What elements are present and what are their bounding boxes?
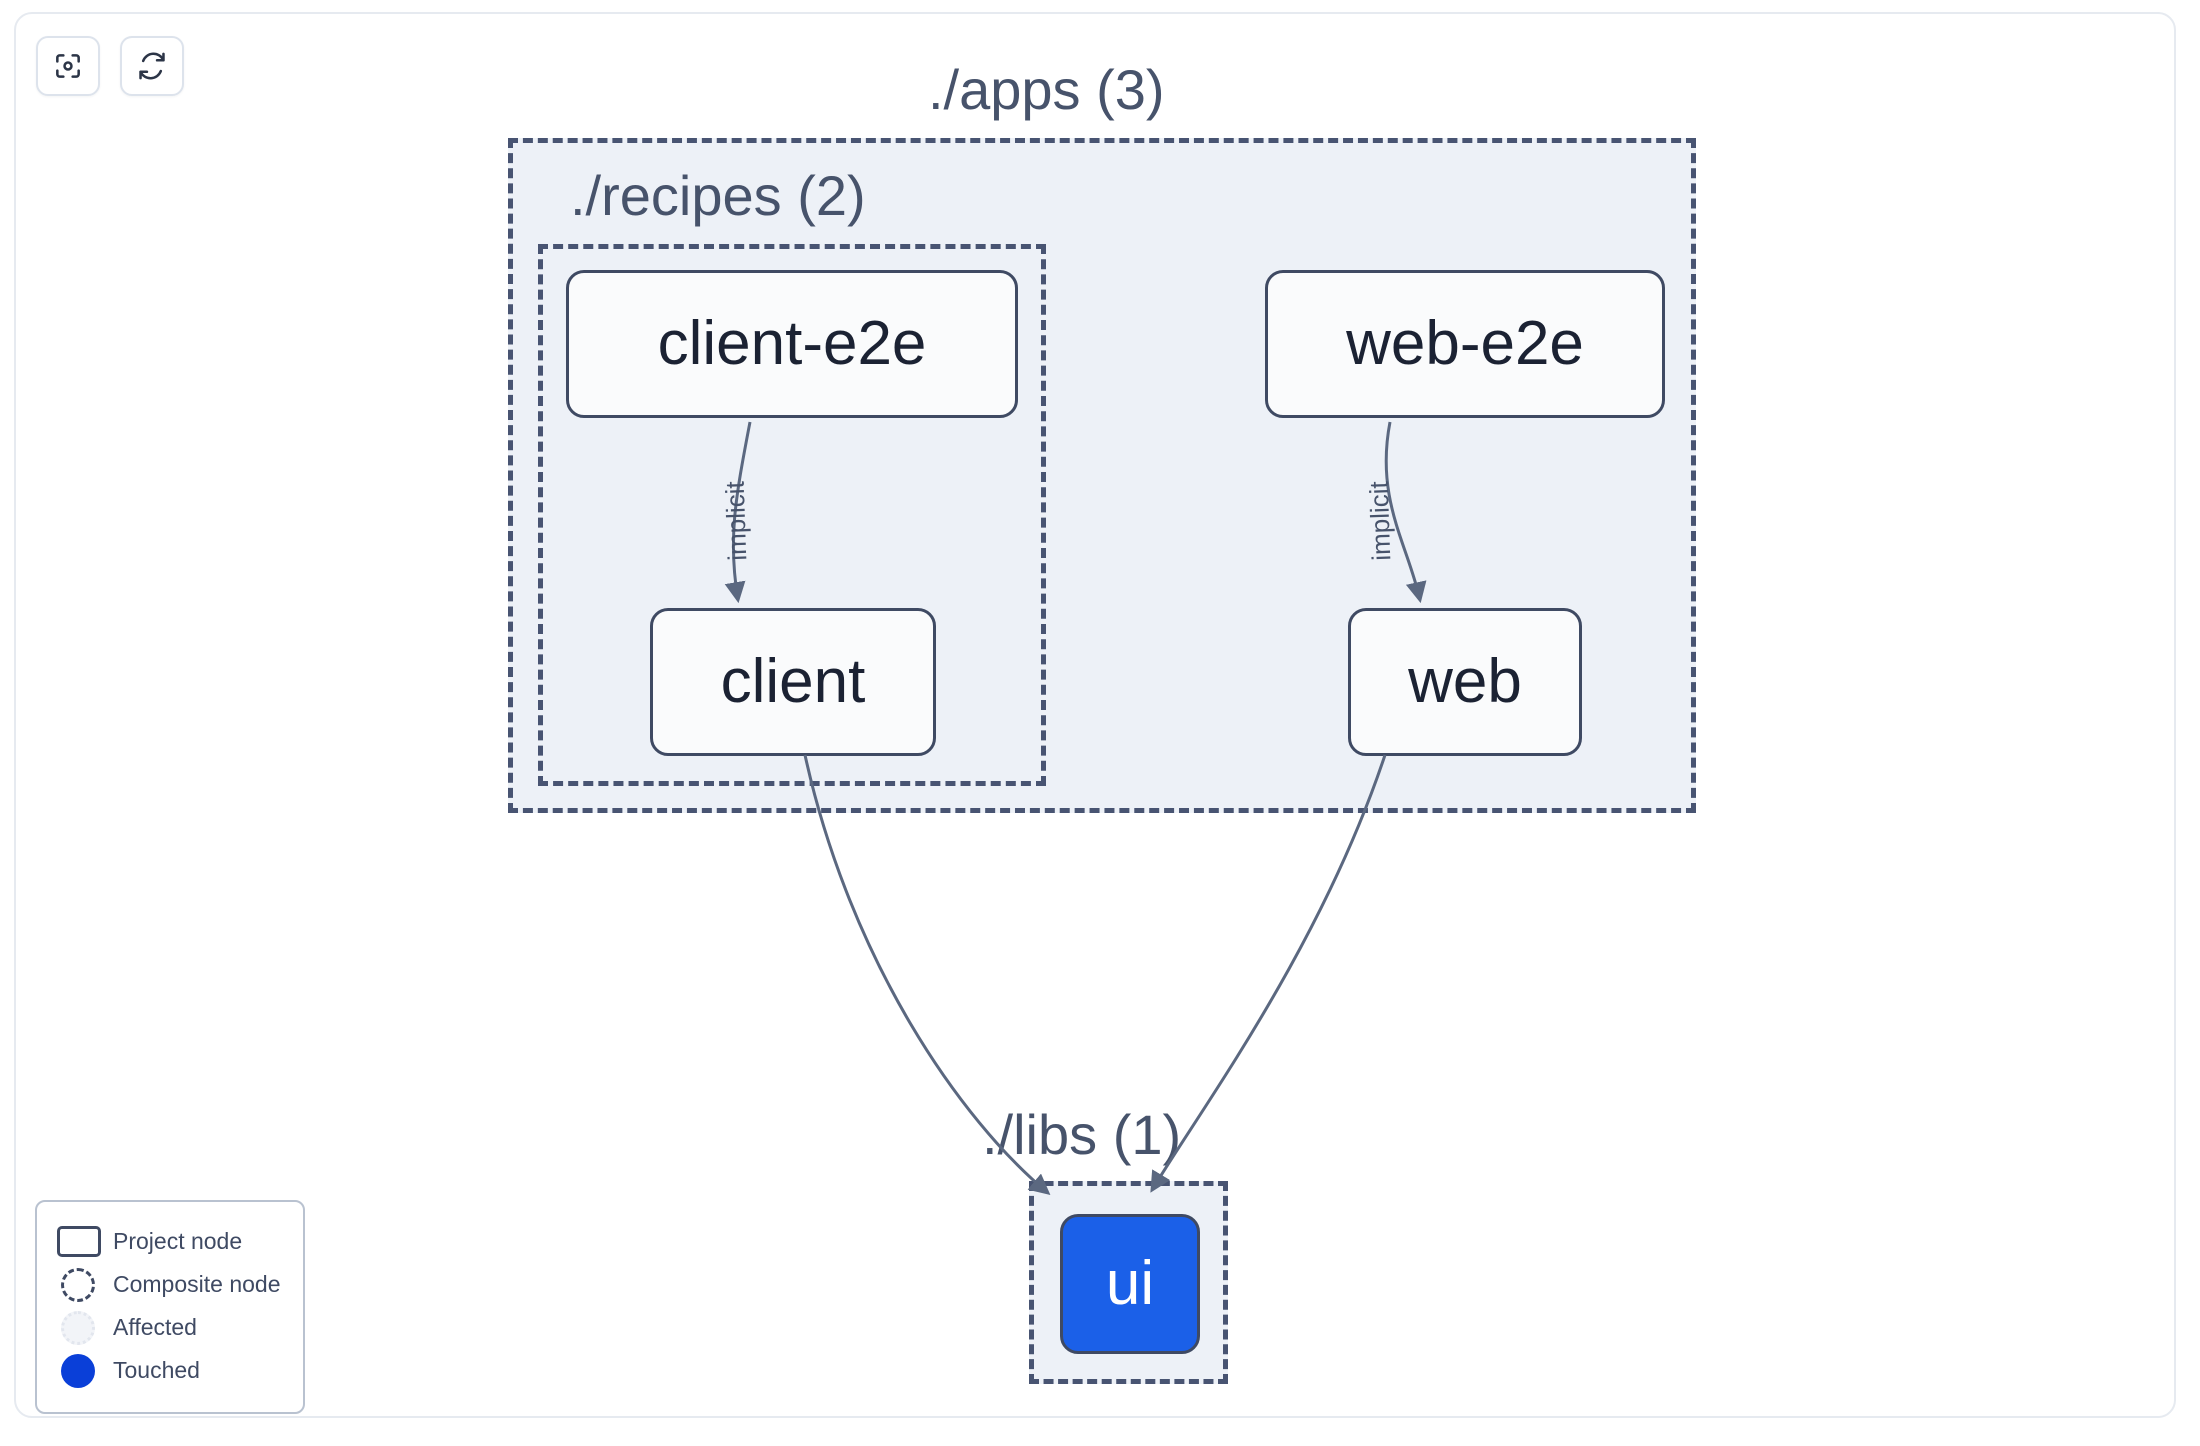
legend-label-affected: Affected [113,1314,197,1340]
project-node-client-e2e[interactable]: client-e2e [566,270,1018,418]
project-node-swatch [57,1226,107,1257]
affected-swatch [57,1310,107,1345]
refresh-graph-button[interactable] [120,36,184,96]
legend-label-project-node: Project node [113,1228,243,1254]
edge-web-to-ui [1150,754,1387,1193]
project-node-web[interactable]: web [1348,608,1582,756]
touched-swatch [57,1353,107,1388]
project-node-client[interactable]: client [650,608,936,756]
legend-item-project-node: Project node [57,1220,283,1263]
focus-graph-button[interactable] [36,36,100,96]
legend-label-touched: Touched [113,1357,200,1383]
graph-toolbar [36,36,184,96]
graph-legend: Project node Composite node Affected Tou… [35,1200,305,1414]
refresh-icon [136,50,168,82]
composite-node-swatch [57,1267,107,1302]
edge-label-implicit-web: implicit [1363,480,1397,562]
legend-item-touched: Touched [57,1349,283,1392]
project-node-web-e2e[interactable]: web-e2e [1265,270,1665,418]
legend-item-composite-node: Composite node [57,1263,283,1306]
legend-label-composite-node: Composite node [113,1271,281,1297]
group-label-libs: ./libs (1) [982,1103,1182,1166]
group-label-recipes: ./recipes (2) [570,164,866,227]
project-node-ui[interactable]: ui [1060,1214,1200,1354]
edge-label-implicit-client: implicit [719,480,753,562]
group-label-apps: ./apps (3) [928,58,1165,121]
focus-target-icon [52,50,84,82]
legend-item-affected: Affected [57,1306,283,1349]
